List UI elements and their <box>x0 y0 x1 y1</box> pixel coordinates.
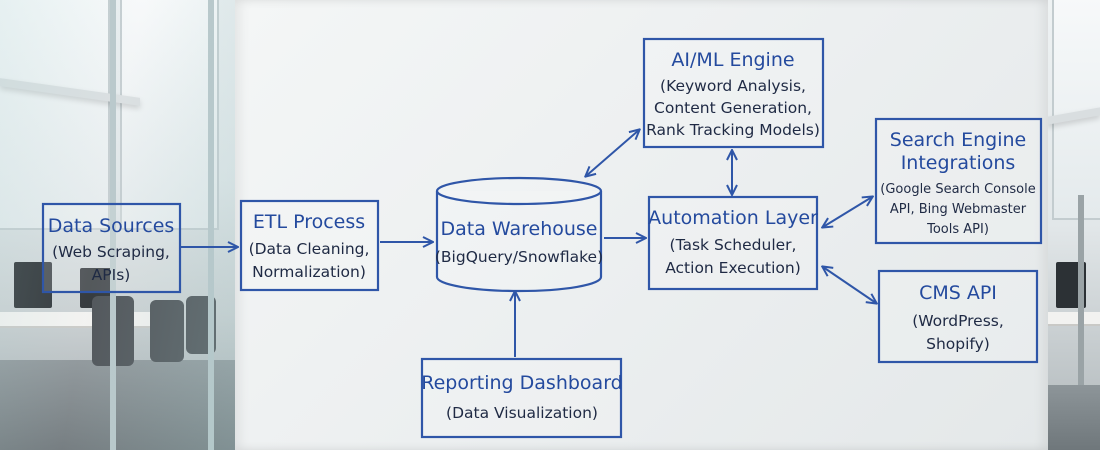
whiteboard <box>235 0 1048 450</box>
office-monitor <box>14 262 52 308</box>
node-detail-line: API, Bing Webmaster <box>890 202 1027 217</box>
database-cylinder-body <box>435 191 603 293</box>
node-box <box>420 357 623 439</box>
edge-warehouse-aiml <box>586 130 639 176</box>
node-detail-line: Normalization) <box>252 263 366 281</box>
office-floor <box>0 360 235 450</box>
node-detail-line: (Google Search Console <box>880 182 1035 197</box>
office-background-right <box>1048 0 1100 450</box>
database-cylinder-top <box>435 176 603 206</box>
node-title: CMS API <box>919 282 997 304</box>
node-box <box>874 117 1043 245</box>
node-data-sources: Data Sources (Web Scraping, APIs) <box>41 202 182 294</box>
node-box <box>642 37 825 149</box>
node-detail-line: Action Execution) <box>665 259 801 277</box>
office-background-left <box>0 0 235 450</box>
node-reporting-dashboard: Reporting Dashboard (Data Visualization) <box>420 357 623 439</box>
node-box <box>239 199 380 292</box>
node-detail-line: Content Generation, <box>654 99 812 117</box>
edge-automation-search-engine <box>823 197 872 227</box>
node-title: Automation Layer <box>648 207 818 229</box>
node-detail-line: (Web Scraping, <box>52 243 170 261</box>
node-search-engine-integrations: Search Engine Integrations (Google Searc… <box>874 117 1043 245</box>
node-title: Data Warehouse <box>440 218 597 240</box>
node-detail-line: Shopify) <box>926 335 990 353</box>
node-box <box>877 269 1039 364</box>
node-title: Reporting Dashboard <box>421 372 623 394</box>
office-window <box>120 0 219 230</box>
node-title: ETL Process <box>253 211 365 233</box>
glass-door-frame <box>208 0 214 450</box>
node-aiml-engine: AI/ML Engine (Keyword Analysis, Content … <box>642 37 825 149</box>
office-window <box>0 0 110 230</box>
glass-reflection <box>0 0 235 450</box>
node-detail-line: (Data Cleaning, <box>249 240 370 258</box>
node-detail-line: Rank Tracking Models) <box>646 121 820 139</box>
office-desk <box>1048 312 1100 324</box>
node-cms-api: CMS API (WordPress, Shopify) <box>877 269 1039 364</box>
node-box <box>647 195 819 291</box>
node-data-warehouse: Data Warehouse (BigQuery/Snowflake) <box>435 176 603 293</box>
node-detail-line: (Data Visualization) <box>446 404 598 422</box>
node-etl-process: ETL Process (Data Cleaning, Normalizatio… <box>239 199 380 292</box>
glass-door-frame <box>110 0 116 450</box>
node-title: Data Sources <box>48 215 175 237</box>
office-floor <box>1048 385 1100 450</box>
edge-automation-cms <box>823 267 876 303</box>
node-box <box>41 202 182 294</box>
node-detail-line: (WordPress, <box>912 312 1004 330</box>
node-detail-line: (Keyword Analysis, <box>660 77 806 95</box>
node-detail-line: (BigQuery/Snowflake) <box>435 248 603 266</box>
node-title: AI/ML Engine <box>671 49 794 71</box>
node-automation-layer: Automation Layer (Task Scheduler, Action… <box>647 195 819 291</box>
node-detail-line: Tools API) <box>926 222 989 237</box>
node-detail-line: (Task Scheduler, <box>670 236 797 254</box>
node-detail-line: APIs) <box>92 266 131 284</box>
office-chair <box>150 300 184 362</box>
node-title: Search Engine <box>890 129 1026 151</box>
node-title: Integrations <box>901 152 1016 174</box>
door-handle <box>1078 195 1084 385</box>
